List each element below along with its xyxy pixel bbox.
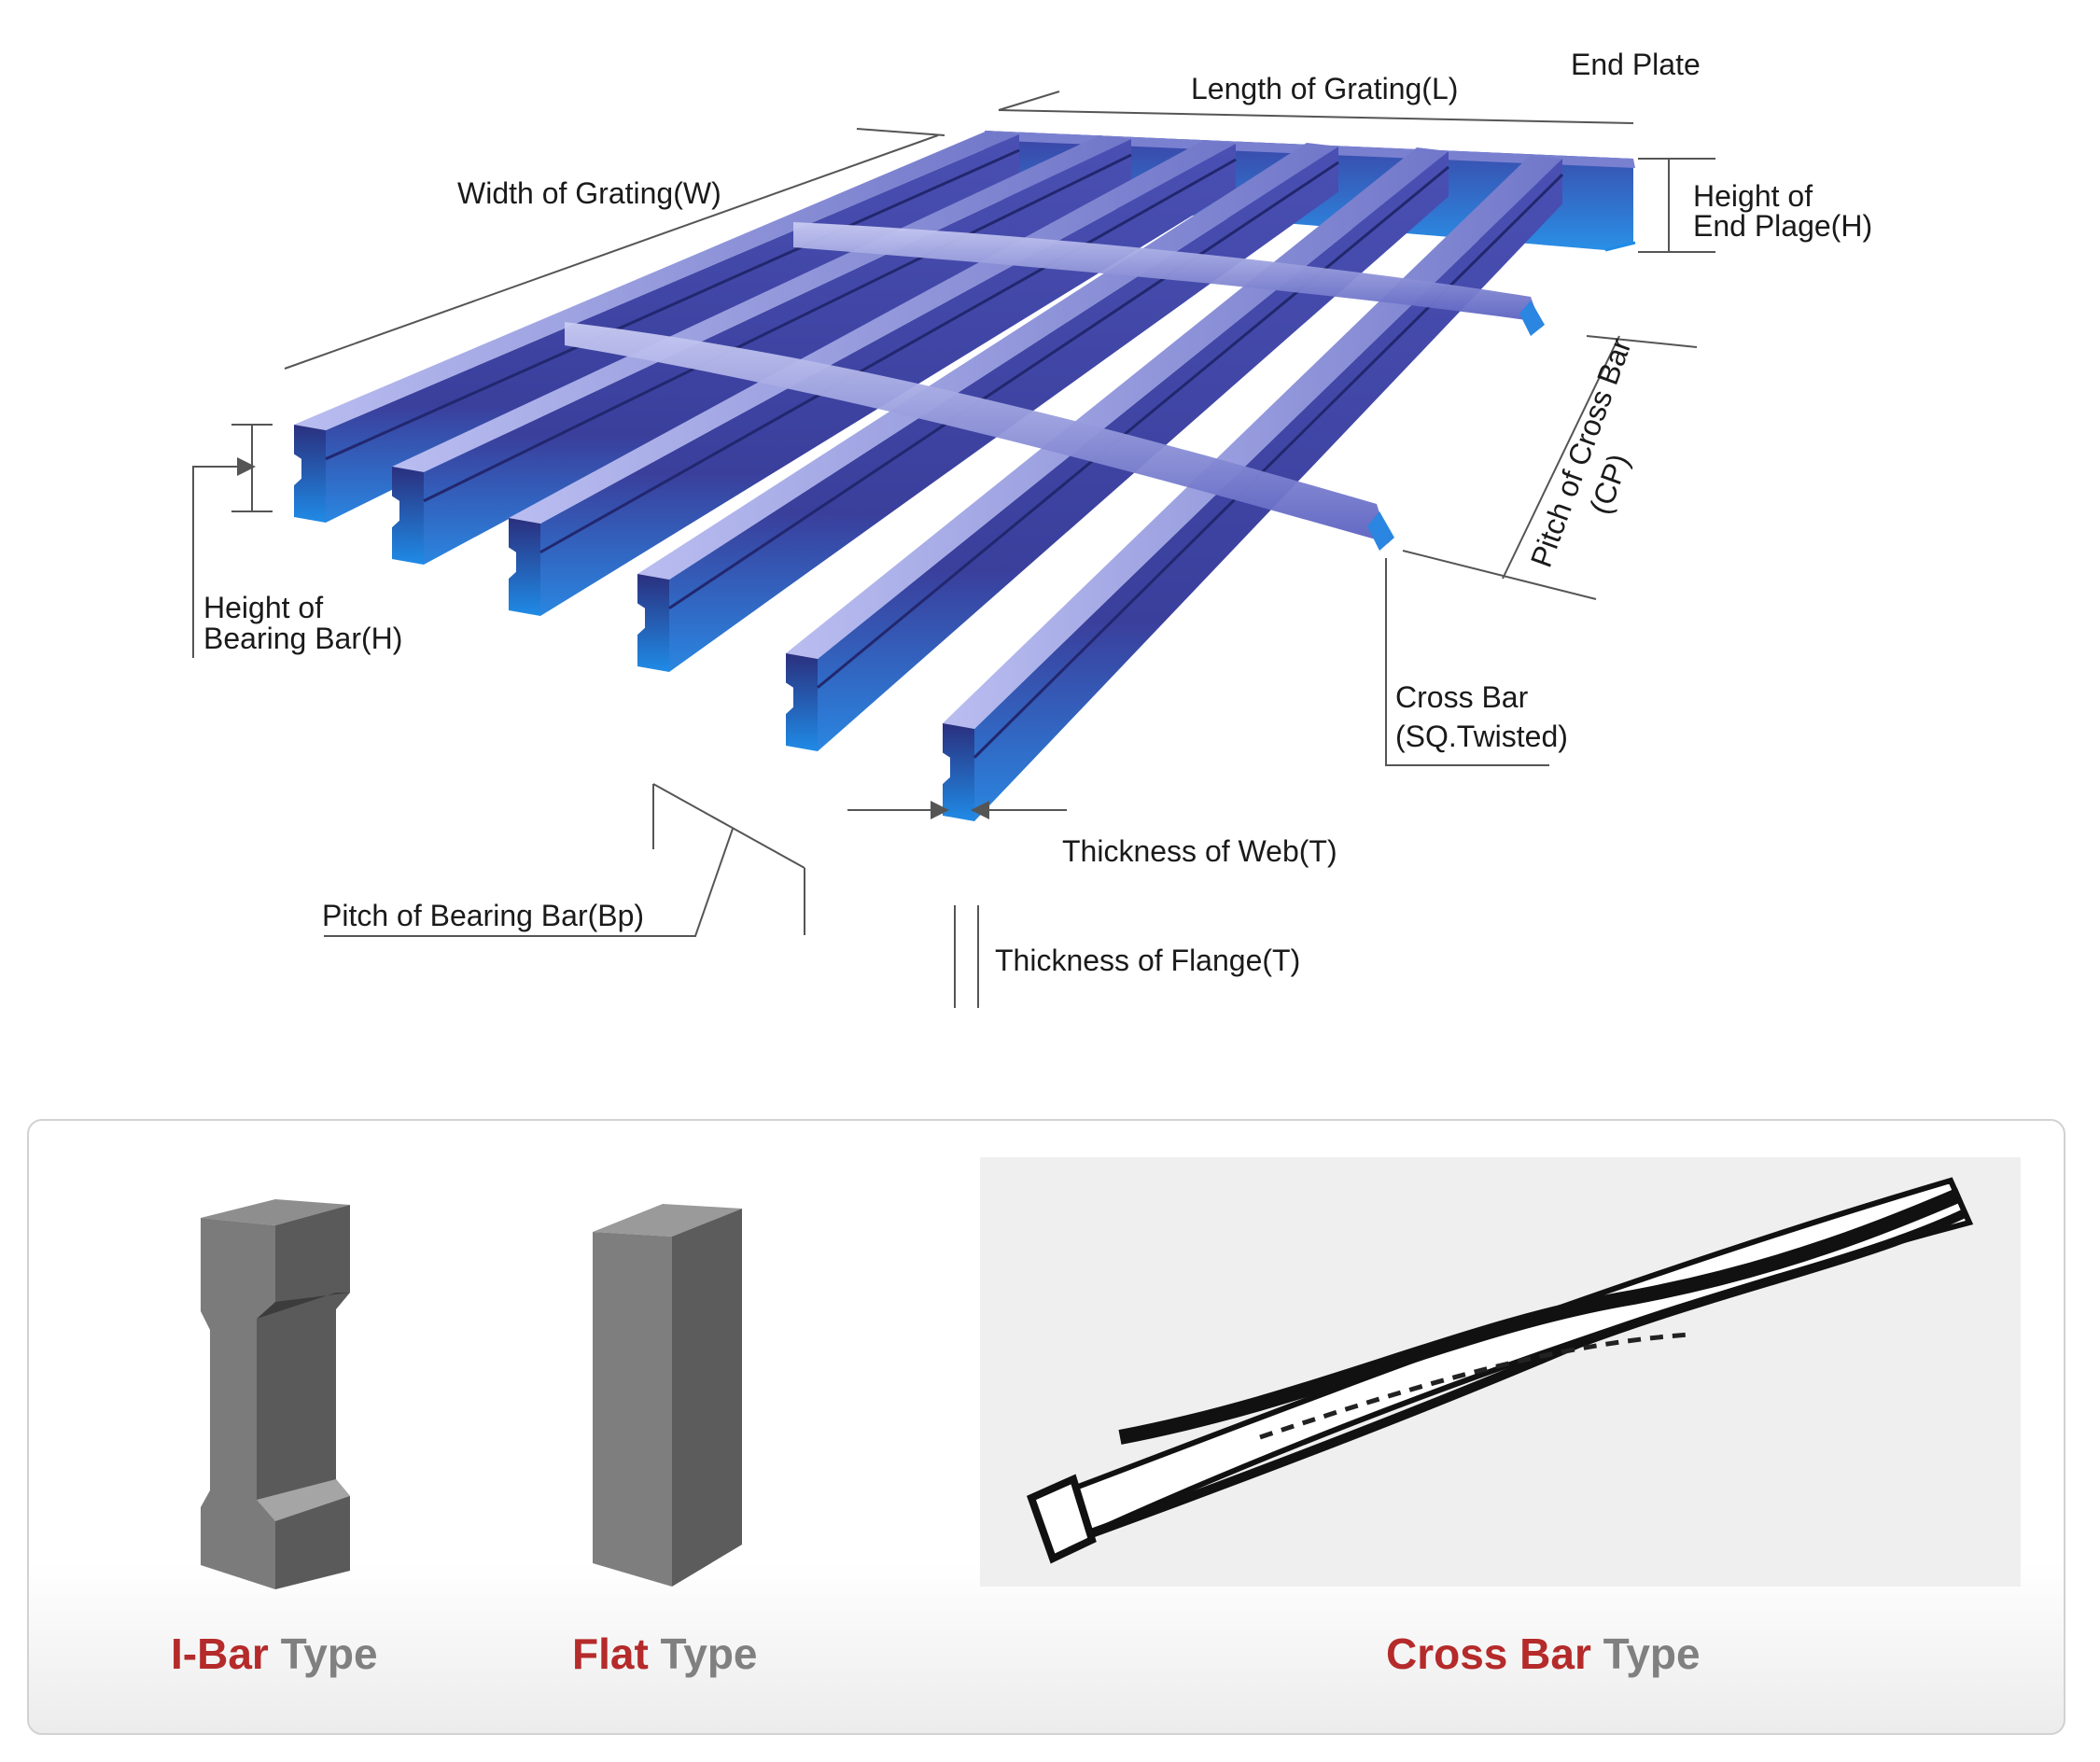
label-pitch-cross-1: Pitch of Cross Bar [1524,333,1638,571]
bearing-bar-top [392,135,1131,472]
cross-bars [565,222,1545,551]
bearing-bar-top [509,140,1236,524]
type-label-flat: Flat Type [572,1629,758,1679]
label-thickness-web: Thickness of Web(T) [1062,834,1337,868]
bearing-bar-end [509,518,540,616]
type-label-cross-bar-rest: Type [1590,1629,1701,1678]
label-pitch-cross: Pitch of Cross Bar (CP) [1524,333,1638,571]
bearing-bar-groove [539,158,1237,554]
label-height-end-plate-1: Height of [1693,179,1813,213]
type-label-cross-bar: Cross Bar Type [1386,1629,1701,1679]
flat-bar-model [593,1204,742,1587]
type-label-cross-bar-highlight: Cross Bar [1386,1629,1591,1678]
label-cross-bar-1: Cross Bar [1395,680,1529,714]
bearing-bar-groove [423,153,1132,503]
label-cross-bar-2: (SQ.Twisted) [1395,720,1568,753]
bearing-bar-top [294,131,1019,430]
dimension-lines [192,91,1715,1008]
bearing-bar-groove [325,148,1020,461]
type-label-flat-highlight: Flat [572,1629,649,1678]
bearing-bar-groove [668,161,1339,609]
label-thickness-flange: Thickness of Flange(T) [995,944,1300,977]
type-label-i-bar-highlight: I-Bar [171,1629,269,1678]
label-width: Width of Grating(W) [457,176,721,210]
type-label-i-bar-rest: Type [268,1629,378,1678]
bearing-bar-end [392,467,424,565]
label-height-end-plate-2: End Plage(H) [1693,209,1872,243]
label-height-bearing-1: Height of [203,591,323,624]
label-height-bearing-2: Bearing Bar(H) [203,622,402,655]
bearing-bar-end [637,574,669,672]
i-bar-model [201,1199,350,1589]
label-end-plate: End Plate [1571,48,1701,81]
label-pitch-bearing: Pitch of Bearing Bar(Bp) [322,899,644,932]
bearing-bar-groove [973,173,1564,759]
bearing-bar-end [786,653,818,751]
type-label-flat-rest: Type [648,1629,758,1678]
label-length: Length of Grating(L) [1191,72,1458,105]
bearing-bar-end [943,723,974,821]
type-label-i-bar: I-Bar Type [171,1629,378,1679]
bearing-bar-groove [817,165,1449,689]
grating-diagram: Length of Grating(L) End Plate Width of … [192,48,1872,1008]
twisted-bar-illustration [1026,1177,1974,1564]
cross-bar-photo [980,1157,2021,1587]
bearing-bar-end [294,425,326,523]
